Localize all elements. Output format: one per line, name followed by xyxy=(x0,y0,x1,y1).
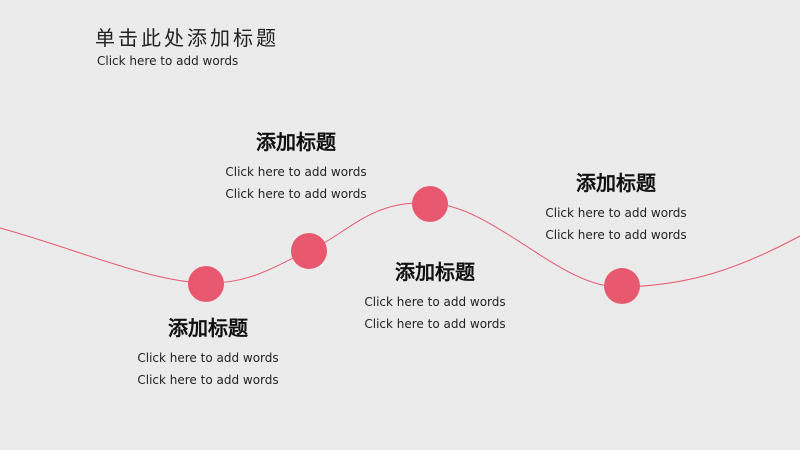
block-title[interactable]: 添加标题 xyxy=(256,130,336,154)
text-block-2: 添加标题 Click here to add words Click here … xyxy=(206,129,386,205)
block-line[interactable]: Click here to add words xyxy=(225,187,367,201)
block-title[interactable]: 添加标题 xyxy=(395,260,475,284)
block-line[interactable]: Click here to add words xyxy=(545,228,687,242)
slide-subtitle[interactable]: Click here to add words xyxy=(97,54,239,68)
timeline-dot-4 xyxy=(604,268,640,304)
block-line[interactable]: Click here to add words xyxy=(225,165,367,179)
block-line[interactable]: Click here to add words xyxy=(364,295,506,309)
block-line[interactable]: Click here to add words xyxy=(137,351,279,365)
timeline-dot-3 xyxy=(412,186,448,222)
text-block-1: 添加标题 Click here to add words Click here … xyxy=(118,315,298,391)
block-line[interactable]: Click here to add words xyxy=(364,317,506,331)
timeline-dot-2 xyxy=(291,233,327,269)
block-title[interactable]: 添加标题 xyxy=(576,171,656,195)
block-title[interactable]: 添加标题 xyxy=(168,316,248,340)
text-block-3: 添加标题 Click here to add words Click here … xyxy=(345,259,525,335)
timeline-dot-1 xyxy=(188,266,224,302)
block-line[interactable]: Click here to add words xyxy=(545,206,687,220)
slide-title[interactable]: 单击此处添加标题 xyxy=(95,26,279,50)
block-line[interactable]: Click here to add words xyxy=(137,373,279,387)
text-block-4: 添加标题 Click here to add words Click here … xyxy=(526,170,706,246)
